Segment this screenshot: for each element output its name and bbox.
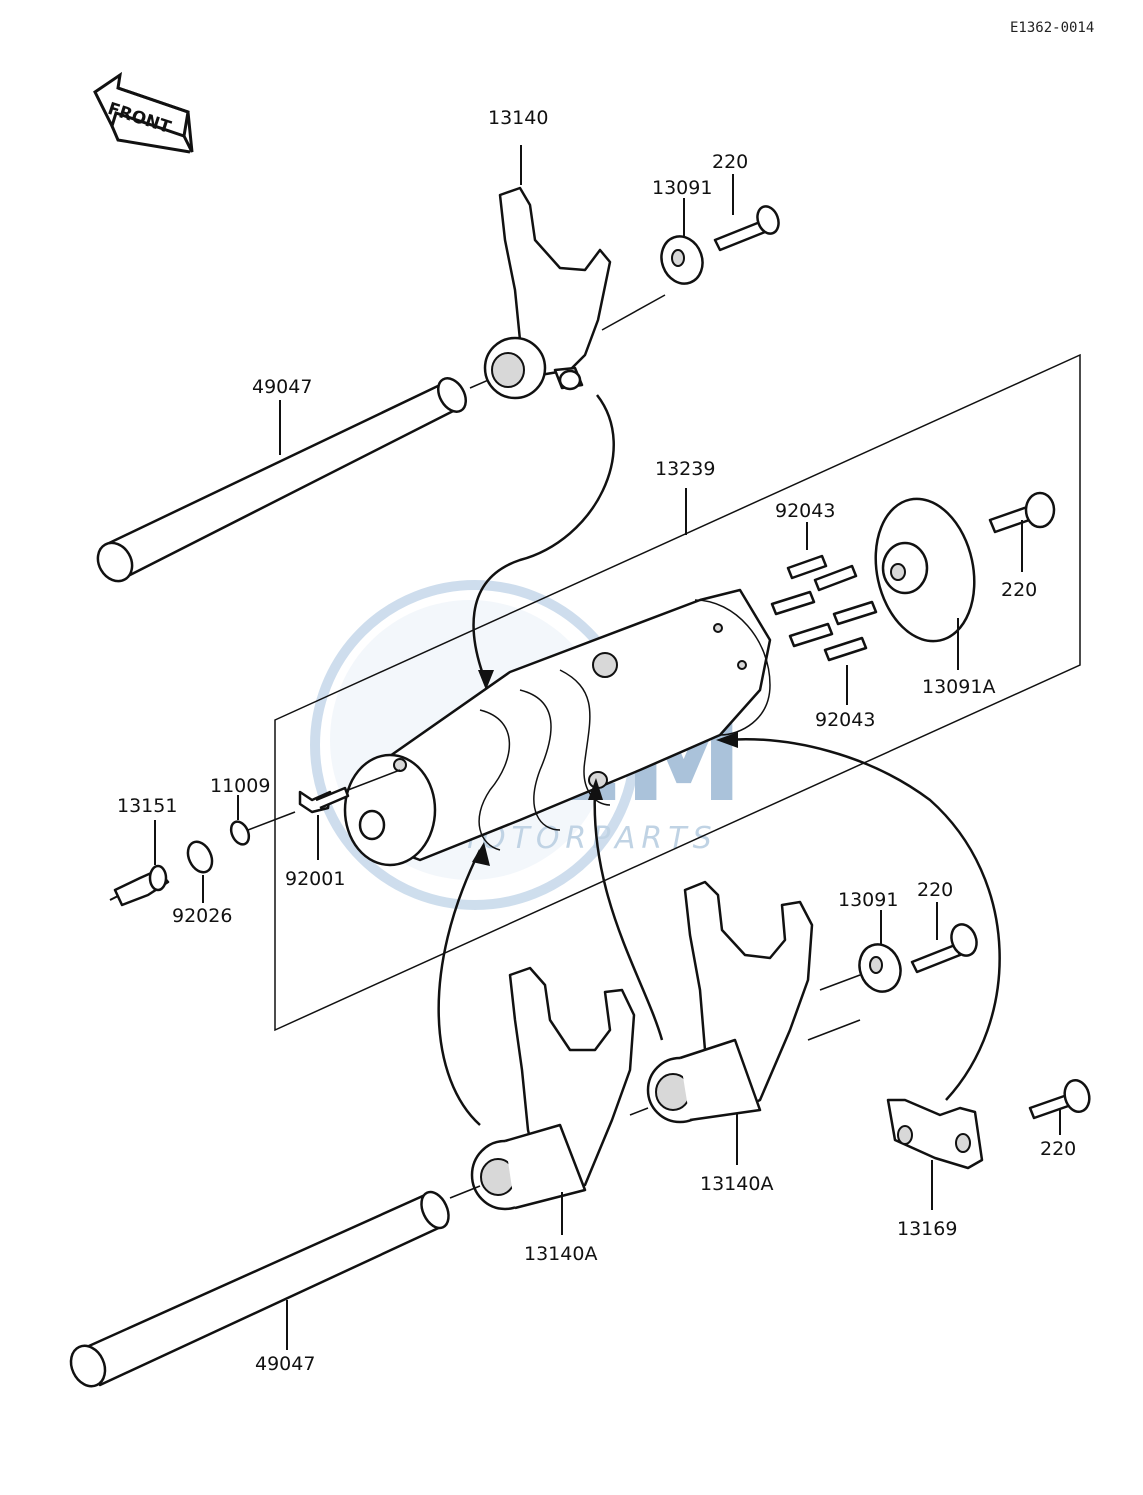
connector-arrow-left	[437, 849, 482, 1126]
label-92043-top: 92043	[775, 500, 835, 522]
connector-arrow-mid	[593, 789, 664, 1041]
label-13169: 13169	[897, 1218, 957, 1240]
label-220-bottom: 220	[1040, 1138, 1076, 1160]
switch-13151	[109, 864, 170, 907]
label-13239: 13239	[655, 458, 715, 480]
washer-11009	[229, 820, 251, 846]
pins-92043	[770, 554, 878, 662]
label-13091-top: 13091	[652, 177, 712, 199]
bolt-92001	[298, 786, 350, 814]
bolt-220-mid	[910, 923, 978, 974]
label-13091-bottom: 13091	[838, 889, 898, 911]
label-13140A-right: 13140A	[700, 1173, 773, 1195]
label-220-right: 220	[1001, 579, 1037, 601]
diagram-code: E1362-0014	[1010, 20, 1094, 36]
label-13140: 13140	[488, 107, 548, 129]
label-49047-bottom: 49047	[255, 1353, 315, 1375]
label-92001: 92001	[285, 868, 345, 890]
label-13140A-left: 13140A	[524, 1243, 597, 1265]
washer-92026	[186, 840, 214, 874]
connector-arrow-right	[724, 738, 1001, 1101]
assembly-panel	[274, 353, 1081, 1032]
shift-rod-bottom	[69, 1185, 481, 1388]
bolt-220-bottom	[1028, 1078, 1091, 1120]
label-49047-top: 49047	[252, 376, 312, 398]
shift-fork-top	[483, 186, 612, 400]
label-92026: 92026	[172, 905, 232, 927]
bolt-220-right	[988, 491, 1056, 534]
label-13151: 13151	[117, 795, 177, 817]
label-220-top: 220	[712, 151, 748, 173]
washer-13091-top	[660, 235, 704, 285]
front-arrow-icon: FRONT	[93, 71, 194, 154]
label-92043-bottom: 92043	[815, 709, 875, 731]
bolt-220-top	[713, 205, 780, 252]
label-13091A: 13091A	[922, 676, 995, 698]
shift-fork-13140A-right	[646, 880, 814, 1124]
washer-13091-bottom	[858, 943, 902, 993]
shift-rod-top	[96, 374, 501, 583]
plate-13169	[886, 1098, 984, 1170]
plate-13091A	[874, 497, 976, 643]
shift-fork-13140A-left	[470, 966, 636, 1211]
connector-arrow-top	[472, 394, 615, 681]
label-220-mid: 220	[917, 879, 953, 901]
label-11009: 11009	[210, 775, 270, 797]
